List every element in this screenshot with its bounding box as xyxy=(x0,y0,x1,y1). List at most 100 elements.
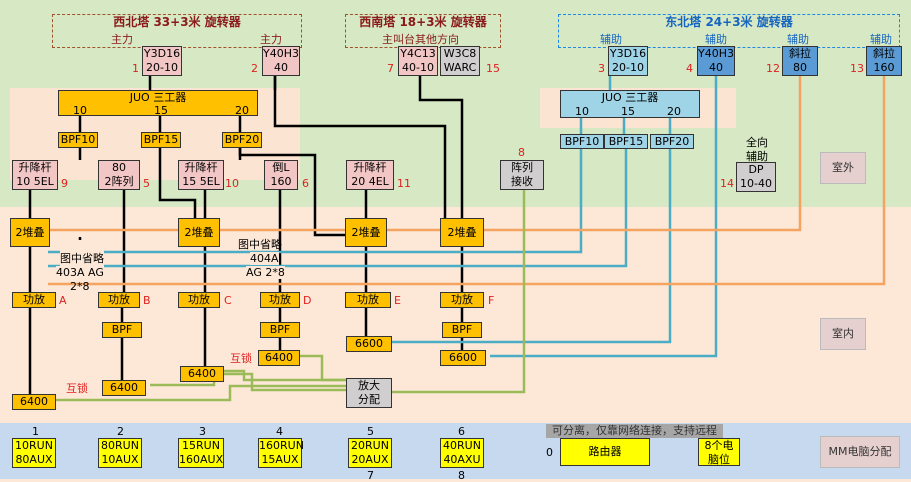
bpf-b: BPF xyxy=(102,322,142,338)
bpf20-left: BPF20 xyxy=(222,132,262,148)
pc-note: 可分离，仅靠网络连接，支持远程 xyxy=(546,424,723,438)
amp-b: 功放 xyxy=(98,292,140,308)
role-main-1: 主力 xyxy=(111,33,133,46)
radio-6400-b: 6400 xyxy=(102,380,146,396)
pc-7-number: 7 xyxy=(367,469,374,482)
stacker-4: 2堆叠 xyxy=(440,218,484,247)
radio-6400-c: 6400 xyxy=(180,366,224,382)
stacker-2: 2堆叠 xyxy=(178,218,220,247)
stacker-3: 2堆叠 xyxy=(345,218,387,247)
omit-note-1-line2: 403A AG xyxy=(56,266,104,279)
omit-note-2-line1: 图中省略 xyxy=(238,238,282,251)
amp-a: 功放 xyxy=(12,292,56,308)
amp-e-letter: E xyxy=(394,294,401,307)
antenna-9-number: 9 xyxy=(61,177,68,190)
amp-d: 功放 xyxy=(260,292,300,308)
antenna-13-number: 13 xyxy=(850,62,864,75)
omni-caption-1: 全向 xyxy=(746,136,768,149)
pc-slots-8: 8个电脑位 xyxy=(698,438,740,466)
omit-note-2-line3: AG 2*8 xyxy=(246,266,285,279)
bpf-f: BPF xyxy=(442,322,482,338)
bpf10-right: BPF10 xyxy=(560,134,604,149)
zone-pc-label: MM电脑分配 xyxy=(820,436,900,468)
interlock-label-2: 互锁 xyxy=(230,352,252,365)
amp-c-letter: C xyxy=(224,294,232,307)
omit-note-1-line3: 2*8 xyxy=(70,280,90,293)
pc-3-number: 3 xyxy=(199,425,206,438)
pc-5-number: 5 xyxy=(367,425,374,438)
bpf15-left: BPF15 xyxy=(141,132,181,148)
radio-6600-e: 6600 xyxy=(346,336,392,352)
amp-f: 功放 xyxy=(440,292,484,308)
bpf10-left: BPF10 xyxy=(58,132,98,148)
antenna-14-number: 14 xyxy=(720,177,734,190)
antenna-8-array-rx: 阵列接收 xyxy=(500,160,544,190)
antenna-11-number: 11 xyxy=(397,177,411,190)
role-aux-4: 辅助 xyxy=(870,33,892,46)
antenna-6-number: 6 xyxy=(302,177,309,190)
antenna-3-number: 3 xyxy=(598,62,605,75)
bpf15-right: BPF15 xyxy=(604,134,648,149)
antenna-7-number: 7 xyxy=(387,62,394,75)
radio-6600-f: 6600 xyxy=(440,350,486,366)
amplifier-splitter: 放大分配 xyxy=(346,378,392,408)
antenna-1-number: 1 xyxy=(132,62,139,75)
antenna-10-number: 10 xyxy=(225,177,239,190)
triplexer-left: JUO 三工器 10 15 20 xyxy=(58,90,258,117)
amp-d-letter: D xyxy=(303,294,312,307)
pc-1-number: 1 xyxy=(32,425,39,438)
router: 路由器 xyxy=(560,438,650,466)
radio-6400-d: 6400 xyxy=(258,350,300,366)
bpf-d: BPF xyxy=(260,322,300,338)
pc-8-number: 8 xyxy=(458,469,465,482)
role-aux-3: 辅助 xyxy=(787,33,809,46)
antenna-5-number: 5 xyxy=(143,177,150,190)
radio-6400-a: 6400 xyxy=(12,394,56,410)
antenna-2-number: 2 xyxy=(251,62,258,75)
router-number: 0 xyxy=(546,446,553,459)
triplexer-right: JUO 三工器 10 15 20 xyxy=(560,90,700,118)
antenna-15-number: 15 xyxy=(486,62,500,75)
amp-b-letter: B xyxy=(143,294,151,307)
pc-4-number: 4 xyxy=(276,425,283,438)
role-aux-1: 辅助 xyxy=(600,33,622,46)
amp-a-letter: A xyxy=(59,294,67,307)
omit-note-1-line1: 图中省略 xyxy=(60,250,104,266)
antenna-12-number: 12 xyxy=(766,62,780,75)
antenna-4-number: 4 xyxy=(686,62,693,75)
amp-f-letter: F xyxy=(488,294,495,307)
pc-2-number: 2 xyxy=(117,425,124,438)
zone-indoor-label: 室内 xyxy=(820,318,866,350)
interlock-label-1: 互锁 xyxy=(66,382,88,395)
role-aux-2: 辅助 xyxy=(705,33,727,46)
pc-6-number: 6 xyxy=(458,425,465,438)
zone-outdoor-label: 室外 xyxy=(820,152,866,184)
omit-note-2-line2: 404A xyxy=(250,252,279,265)
omni-caption-2: 辅助 xyxy=(746,150,768,163)
role-other-direction: 主叫台其他方向 xyxy=(382,33,459,46)
role-main-2: 主力 xyxy=(260,33,282,46)
stacker-1: 2堆叠 xyxy=(10,218,50,247)
bpf20-right: BPF20 xyxy=(650,134,694,149)
